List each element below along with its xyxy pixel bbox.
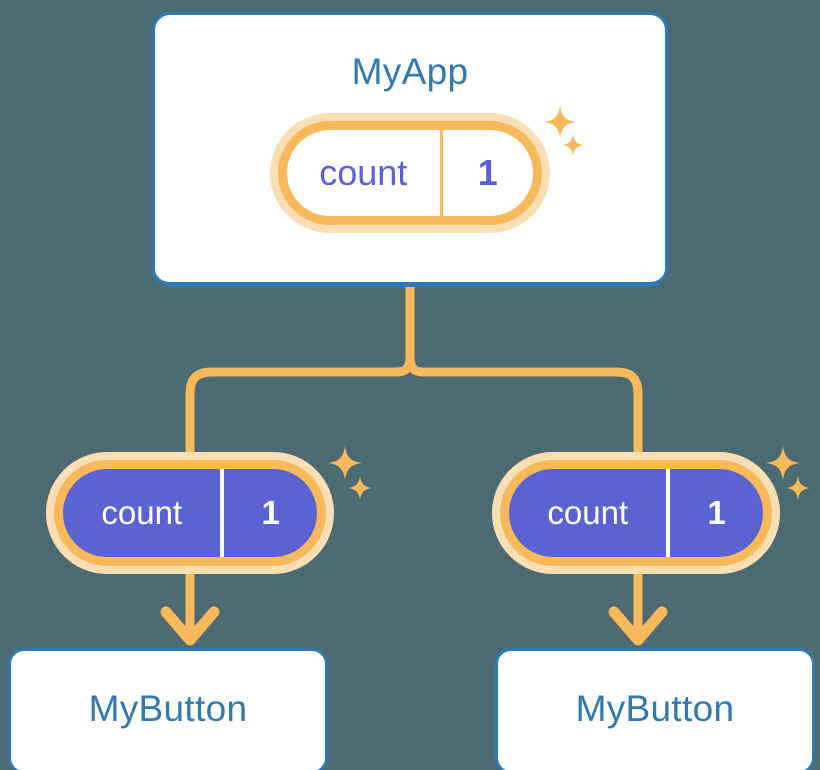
state-key-label: count <box>547 494 629 531</box>
sparkle-large-icon <box>328 446 362 480</box>
state-pill-child-right: count 1 <box>492 452 780 574</box>
state-value-label: 1 <box>666 469 763 557</box>
state-key-label: count <box>101 494 183 531</box>
state-value-label: 1 <box>439 130 533 216</box>
arrow-down-icon <box>608 568 668 646</box>
state-value-label: 1 <box>220 469 317 557</box>
state-pill-app: count 1 <box>270 113 550 233</box>
state-key-label: count <box>319 152 408 193</box>
button-component-label: MyButton <box>88 688 248 729</box>
fork-connector-icon <box>185 282 643 463</box>
sparkle-small-icon <box>786 476 810 500</box>
state-pill-child-left: count 1 <box>46 452 334 574</box>
button-component-label: MyButton <box>575 688 735 729</box>
page-title: MyApp <box>351 51 469 92</box>
button-component-card-right: MyButton <box>495 648 815 770</box>
sparkle-large-icon <box>766 446 800 480</box>
button-component-card-left: MyButton <box>8 648 328 770</box>
arrow-down-icon <box>160 568 220 646</box>
sparkle-small-icon <box>348 476 372 500</box>
